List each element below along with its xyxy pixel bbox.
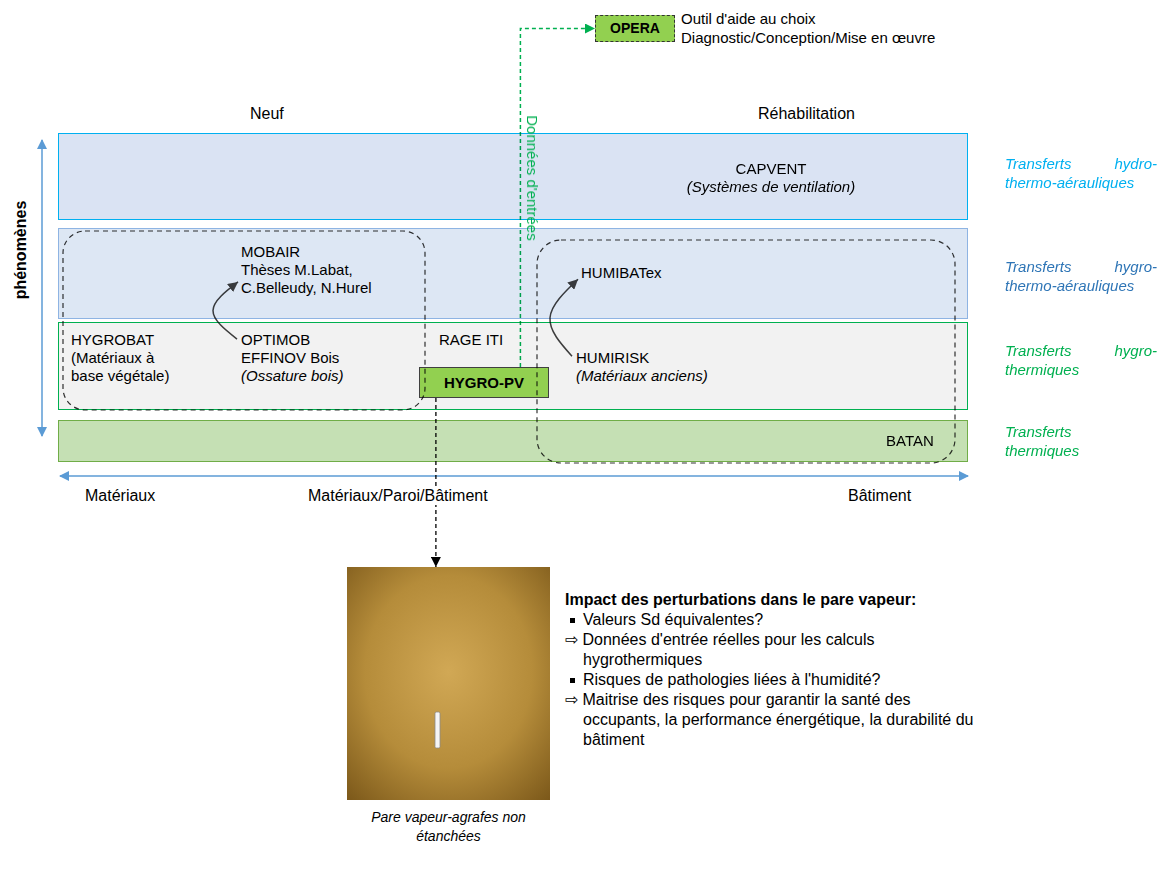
note-block: Impact des perturbations dans le pare va…: [565, 590, 984, 750]
project-scope: (Systèmes de ventilation): [676, 178, 866, 196]
text-holder: Transferts hygro-thermiques: [1005, 341, 1157, 379]
text-holder: Transferts thermiques: [1005, 422, 1125, 460]
project-label: OPTIMOBEFFINOV Bois(Ossature bois): [241, 331, 391, 385]
phenomenon-band: Transferts hydro-thermo-aérauliquesCAPVE…: [58, 133, 968, 220]
highlight-project-box: HYGRO-PV: [419, 367, 549, 398]
phenomenon-band: Transferts hygro-thermo-aérauliquesMOBAI…: [58, 228, 968, 319]
photo-illustration: [347, 567, 550, 800]
project-name: HUMIRISK: [576, 349, 756, 367]
bullet-mark: [570, 678, 575, 683]
note-item: Valeurs Sd équivalentes?: [583, 610, 984, 630]
note-heading: Impact des perturbations dans le pare va…: [565, 590, 984, 610]
project-name: RAGE ITI: [439, 331, 519, 349]
tool-description: Diagnostic/Conception/Mise en œuvre: [681, 28, 1011, 47]
vapour-barrier-photo: [347, 567, 550, 800]
note-item: Risques de pathologies liées à l'humidit…: [583, 670, 984, 690]
note-item: ⇨ Données d'entrée réelles pour les calc…: [565, 630, 984, 670]
band-title: Transferts hygro-thermo-aérauliques: [1005, 257, 1157, 295]
tool-name: OPERA: [610, 20, 660, 37]
project-name: CAPVENT: [676, 160, 866, 178]
project-name: HUMIBATex: [581, 264, 701, 282]
label-holder: phénomènes: [11, 201, 30, 300]
note-line: ⇨ Données d'entrée réelles pour les calc…: [565, 630, 984, 670]
project-label: MOBAIRThèses M.Labat, C.Belleudy, N.Hure…: [241, 243, 411, 297]
scale-label: Bâtiment: [848, 486, 911, 505]
band-title: Transferts hygro-thermiques: [1005, 341, 1157, 379]
tool-description: Outil d'aide au choix: [681, 9, 1011, 28]
project-scope: (Ossature bois): [241, 367, 391, 385]
project-name: MOBAIR: [241, 243, 411, 261]
photo-frame: Pare vapeur-agrafes non étanchées: [347, 567, 550, 800]
note-line: Impact des perturbations dans le pare va…: [565, 590, 984, 610]
note-line: Valeurs Sd équivalentes?: [565, 610, 984, 630]
phenomena-axis: [41, 140, 43, 436]
band-title: Transferts thermiques: [1005, 422, 1125, 460]
bullet-mark: [570, 618, 575, 623]
project-label: HUMIRISK(Matériaux anciens): [576, 349, 756, 385]
project-name: BATAN: [886, 432, 956, 450]
scale-label: Matériaux/Paroi/Bâtiment: [305, 486, 491, 505]
project-note: Thèses M.Labat, C.Belleudy, N.Hurel: [241, 261, 411, 297]
label-holder: Neuf: [250, 104, 284, 123]
project-name: HYGRO-PV: [444, 374, 524, 392]
project-label: CAPVENT(Systèmes de ventilation): [676, 160, 866, 196]
phenomenon-band: Transferts thermiquesBATAN: [58, 420, 968, 462]
project-scope: (Matériaux anciens): [576, 367, 756, 385]
column-heading: Réhabilitation: [758, 104, 855, 123]
text-holder: Pare vapeur-agrafes non étanchées: [347, 808, 550, 846]
tool-box: OPERAOutil d'aide au choixDiagnostic/Con…: [595, 15, 675, 42]
project-label: HYGROBAT(Matériaux à base végétale): [71, 331, 179, 385]
label-holder: Matériaux/Paroi/Bâtiment: [305, 486, 491, 505]
scale-label: Matériaux: [85, 486, 155, 505]
note-line: ⇨ Maitrise des risques pour garantir la …: [565, 690, 984, 750]
text-holder: Transferts hydro-thermo-aérauliques: [1005, 154, 1157, 192]
label-holder: Matériaux: [85, 486, 155, 505]
edge-label-holder: Données d'entrées: [523, 115, 541, 240]
text-holder: Outil d'aide au choixDiagnostic/Concepti…: [681, 9, 1011, 47]
note-line: Risques de pathologies liées à l'humidit…: [565, 670, 984, 690]
column-heading: Neuf: [250, 104, 284, 123]
project-label: RAGE ITI: [439, 331, 519, 349]
project-label: HUMIBATex: [581, 264, 701, 282]
photo-caption: Pare vapeur-agrafes non étanchées: [347, 808, 550, 846]
project-name: OPTIMOB: [241, 331, 391, 349]
band-title: Transferts hydro-thermo-aérauliques: [1005, 154, 1157, 192]
staple-mark: [435, 712, 440, 748]
label-holder: Réhabilitation: [758, 104, 855, 123]
text-holder: Transferts hygro-thermo-aérauliques: [1005, 257, 1157, 295]
project-name: EFFINOV Bois: [241, 349, 391, 367]
project-label: BATAN: [886, 432, 956, 450]
project-name: HYGROBAT: [71, 331, 179, 349]
connector-label: Données d'entrées: [523, 115, 541, 240]
phenomenon-band: Transferts hygro-thermiquesHYGROBAT(Maté…: [58, 322, 968, 410]
label-holder: Bâtiment: [848, 486, 911, 505]
scale-axis: [60, 475, 968, 477]
project-scope: (Matériaux à base végétale): [71, 349, 179, 385]
axis-title: phénomènes: [11, 201, 30, 300]
note-item: ⇨ Maitrise des risques pour garantir la …: [565, 690, 984, 750]
